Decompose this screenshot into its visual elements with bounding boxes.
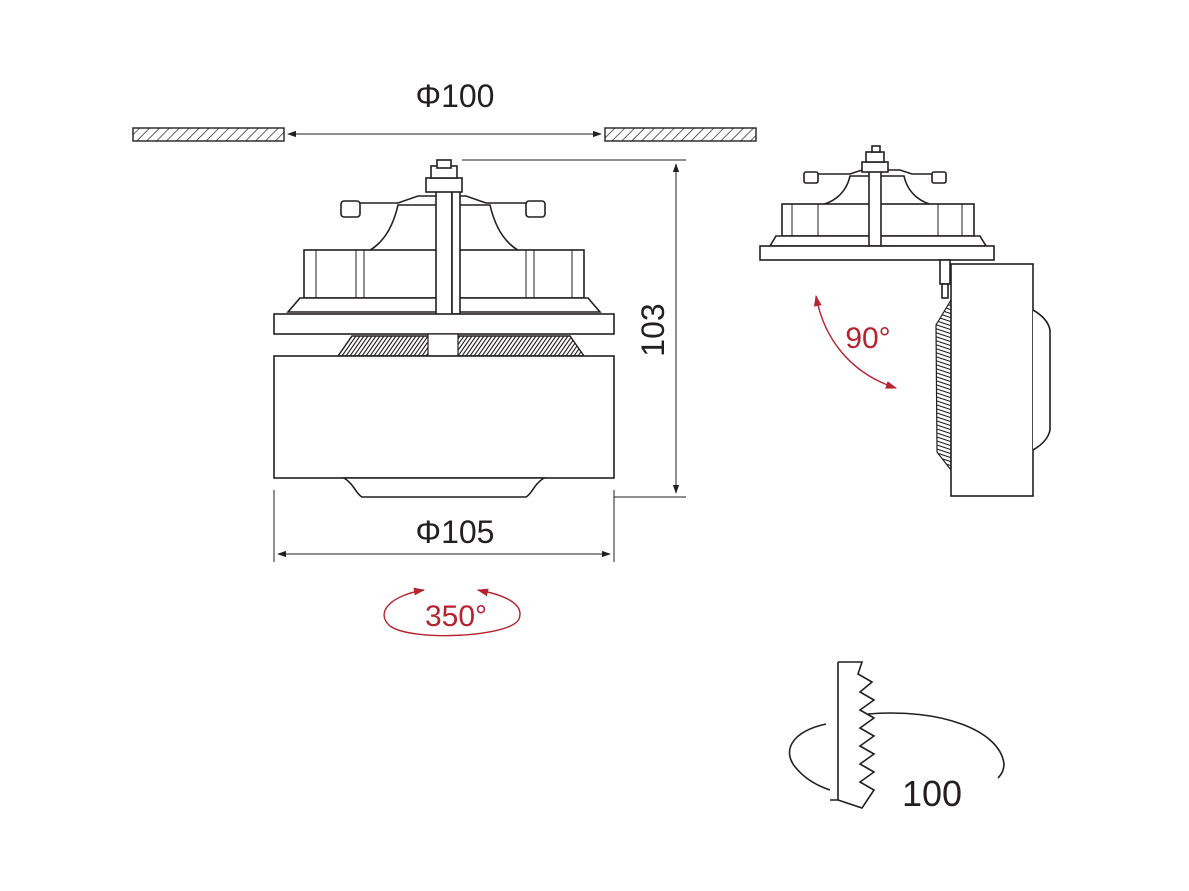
saw-blade [837,661,876,809]
lens-bezel [341,477,547,498]
center-stem [435,175,453,317]
spring-clip-right [525,200,546,218]
side-lamp-body [950,263,1034,497]
heatsink-fins [336,333,586,357]
rotation-arrow [383,587,521,637]
cut-hole-label: 100 [902,773,962,814]
side-view: 90° [759,145,1051,497]
rotation-angle-label: 350° [425,600,487,633]
lamp-body [273,355,615,479]
spring-clip-left [340,200,361,218]
outer-diameter-label: Φ105 [416,514,495,550]
tilt-angle-label: 90° [845,322,890,355]
tilt-arrow [813,294,898,389]
side-trim-ring [759,245,995,261]
mounting-nut [425,177,463,193]
ceiling-right-hatch [604,127,757,142]
front-view: 103 Φ105 [273,159,686,562]
saw-cutout-icon: 100 [788,661,1005,814]
mounting-bolt [436,159,452,169]
ceiling-section: Φ100 [132,78,757,142]
side-lens-bezel [1032,309,1051,451]
trim-ring [273,313,615,335]
cutout-diameter-label: Φ100 [416,78,495,114]
ceiling-left-hatch [132,127,285,142]
rotation-indicator: 350° [383,587,521,637]
height-label: 103 [635,303,671,356]
